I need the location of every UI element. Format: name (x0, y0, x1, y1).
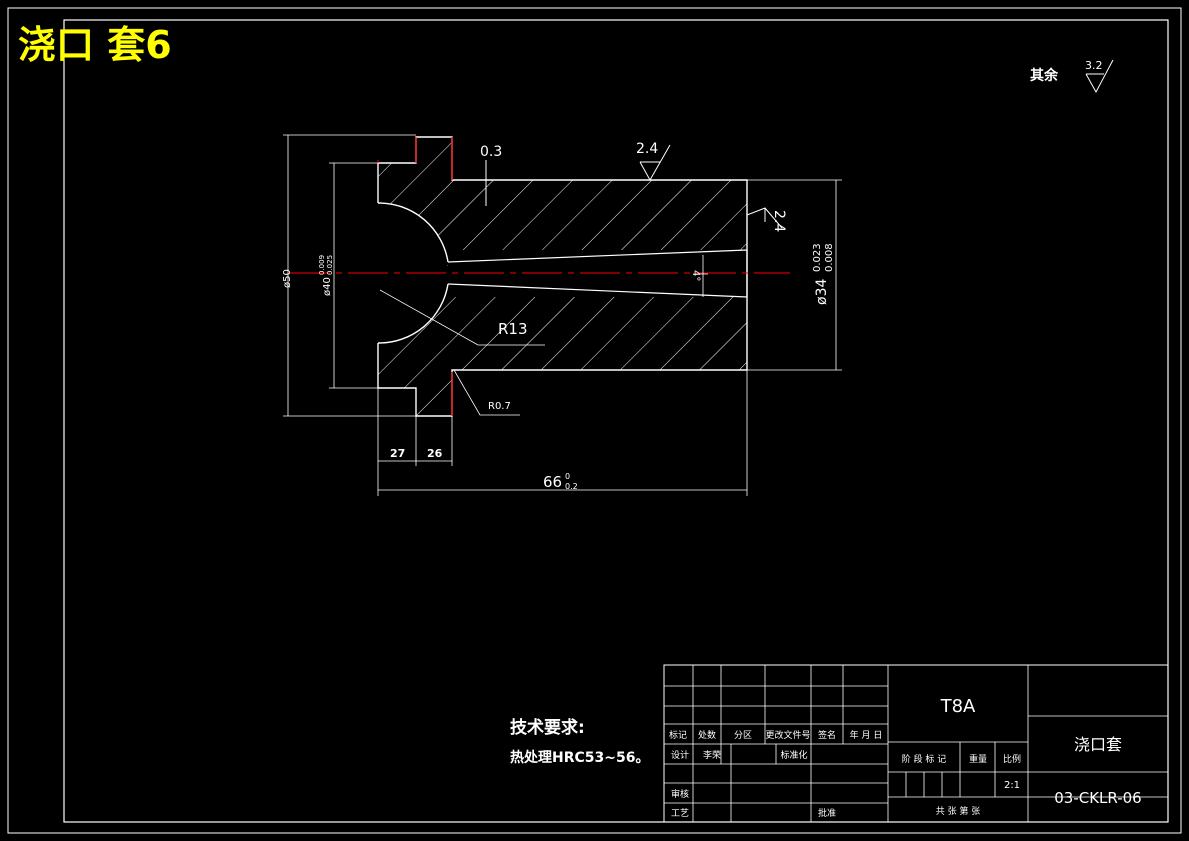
tb-row-label-4: 签名 (818, 729, 836, 741)
tb-scale: 2:1 (1004, 780, 1020, 791)
tb-design: 设计 (671, 749, 689, 761)
tb-sheets: 共 张 第 张 (936, 805, 981, 817)
dim-r07-leader (453, 369, 520, 416)
dim-dia34-tol-low: 0.008 (824, 243, 835, 272)
dim-dia40: ø40 (322, 277, 333, 296)
dim-dia34-lines (747, 179, 842, 371)
outer-border (7, 7, 1182, 834)
sphere-arc-top (377, 202, 449, 263)
dim-len66-tol-low: 0.2 (565, 482, 578, 491)
roughness-symbol-icon (1085, 59, 1114, 94)
dim-dia40-tol-low: 0.025 (326, 255, 334, 275)
dim-len66-lines (378, 370, 748, 496)
dim-gap: 0.3 (480, 144, 502, 160)
tb-standardize: 标准化 (780, 749, 807, 761)
dim-len-lines (377, 388, 453, 496)
tb-right-grid (888, 665, 1168, 822)
dim-r07: R0.7 (488, 401, 511, 412)
tb-left-cols (692, 665, 889, 822)
roughness-top-icon (639, 144, 671, 182)
roughness-right-icon (746, 207, 783, 229)
dim-len27: 27 (390, 447, 405, 460)
inner-border (63, 19, 1169, 823)
dim-dia34: ø34 (814, 279, 830, 305)
dim-taper: 4° (690, 270, 701, 281)
drawing-title: 浇口 套6 (18, 23, 172, 67)
tb-row-label-1: 处数 (698, 729, 716, 741)
tb-process: 工艺 (671, 808, 689, 819)
dim-len26: 26 (427, 447, 443, 460)
dim-dia40-lines (329, 162, 378, 389)
tb-part-name: 浇口套 (1074, 735, 1122, 754)
dim-dia40-tol-up: 0.009 (318, 255, 326, 275)
title-block-frame (663, 664, 1169, 823)
title-block: T8A 浇口套 03-CKLR-06 2:1 标记 处数 分区 更改文件号 签名… (663, 664, 1169, 823)
dimensions: 0.3 2.4 2.4 ø50 ø40 0.009 0.025 ø34 0.02… (282, 134, 842, 496)
tb-weight: 重量 (969, 753, 987, 765)
tb-row-label-0: 标记 (669, 729, 687, 741)
roughness-other-value: 3.2 (1085, 59, 1103, 72)
dim-len66: 66 (543, 473, 562, 491)
tb-scale-label: 比例 (1003, 753, 1021, 765)
dim-taper-lines (698, 255, 708, 297)
notes-heading: 技术要求: (510, 717, 585, 738)
part-section (290, 136, 790, 417)
sphere-arc-bottom (377, 283, 449, 344)
dim-r13: R13 (498, 320, 528, 338)
notes-line1: 热处理HRC53~56。 (510, 749, 649, 766)
dim-dia50-lines (283, 134, 416, 417)
dim-roughness-top: 2.4 (636, 141, 658, 157)
tb-row-label-3: 更改文件号 (765, 729, 810, 741)
tb-row-label-2: 分区 (734, 730, 752, 741)
dim-r13-leader (379, 289, 545, 346)
roughness-other-label: 其余 (1030, 67, 1059, 84)
tb-stage-mark: 阶 段 标 记 (902, 753, 947, 765)
dim-len66-tol-up: 0 (565, 472, 570, 481)
dim-dia50: ø50 (282, 269, 293, 288)
hatched-body (378, 137, 747, 416)
tb-designer: 李荣 (703, 749, 721, 761)
roughness-other: 其余 3.2 (1030, 59, 1114, 94)
dim-dia34-tol-up: 0.023 (812, 243, 823, 272)
tb-row-label-5: 年 月 日 (850, 729, 883, 741)
dim-roughness-right: 2.4 (771, 210, 787, 232)
tb-approve: 批准 (818, 807, 836, 819)
tb-review: 审核 (671, 788, 689, 800)
tb-drawing-no: 03-CKLR-06 (1054, 789, 1141, 807)
tb-material: T8A (940, 696, 976, 717)
